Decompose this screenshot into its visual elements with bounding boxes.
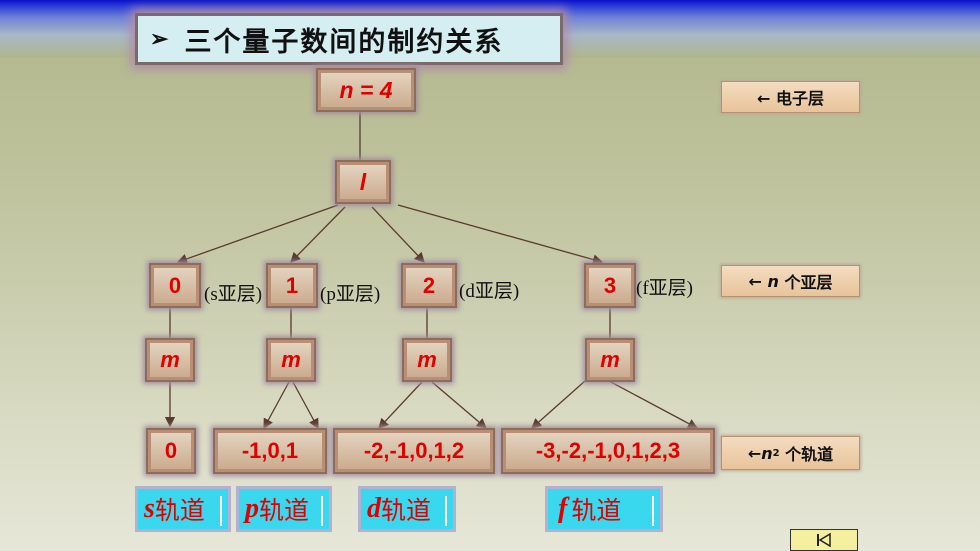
l-box: l <box>335 160 391 204</box>
label-subshell: ← n 个亚层 <box>721 265 860 297</box>
slide-title: ➢ 三个量子数间的制约关系 <box>135 13 563 65</box>
arrow-m3-left <box>531 372 595 429</box>
title-marker: ➢ <box>150 26 171 52</box>
label-orbital-sup: 2 <box>772 447 780 459</box>
orbital-p-letter: p <box>245 493 259 524</box>
m-box-0: m <box>145 338 195 382</box>
label-shell: ← 电子层 <box>721 81 860 113</box>
arrow-l-to-1 <box>290 206 346 263</box>
m-values-1: -1,0,1 <box>213 428 327 474</box>
first-slide-icon <box>817 532 831 548</box>
arrow-l-to-3 <box>397 204 604 265</box>
m-values-2: -2,-1,0,1,2 <box>333 428 495 474</box>
orbital-f-text: 轨道 <box>571 496 622 525</box>
m-box-1: m <box>266 338 316 382</box>
orbital-p-text: 轨道 <box>259 496 310 525</box>
orbital-s-letter: s <box>144 493 155 524</box>
arrow-m2-right <box>431 381 487 429</box>
orbital-d-text: 轨道 <box>381 496 432 525</box>
label-orbital-n: n <box>761 443 773 463</box>
arrow-m1-right <box>292 381 319 430</box>
m-box-2: m <box>402 338 452 382</box>
label-subshell-n: n <box>767 271 779 291</box>
arrow-m2-left <box>378 381 423 429</box>
arrow-m1-left <box>263 381 290 430</box>
subshell-note-p: (p亚层) <box>320 284 381 305</box>
arrow-l-to-0 <box>176 204 339 264</box>
subshell-note-s: (s亚层) <box>204 284 263 305</box>
arrow-m3-right <box>593 372 699 429</box>
subshell-note-f: (f亚层) <box>636 278 693 299</box>
m-box-3: m <box>585 338 635 382</box>
first-slide-button[interactable] <box>790 529 858 551</box>
l-value-0: 0 <box>149 263 201 308</box>
orbital-s-text: 轨道 <box>154 496 205 525</box>
label-orbital-text: 个轨道 <box>779 445 834 464</box>
l-value-2: 2 <box>401 263 457 308</box>
n-box: n = 4 <box>316 68 416 112</box>
orbital-f-letter: f <box>558 493 568 524</box>
subshell-note-d: (d亚层) <box>459 281 520 302</box>
title-text: 三个量子数间的制约关系 <box>184 26 504 58</box>
m-values-0: 0 <box>146 428 196 474</box>
label-subshell-arrow: ← <box>748 271 768 291</box>
l-value-1: 1 <box>266 263 318 308</box>
l-value-3: 3 <box>584 263 636 308</box>
label-subshell-text: 个亚层 <box>778 273 833 292</box>
label-orbital-arrow: ← <box>747 443 762 463</box>
arrow-l-to-2 <box>371 206 425 263</box>
m-values-3: -3,-2,-1,0,1,2,3 <box>501 428 715 474</box>
orbital-d-letter: d <box>367 493 381 524</box>
